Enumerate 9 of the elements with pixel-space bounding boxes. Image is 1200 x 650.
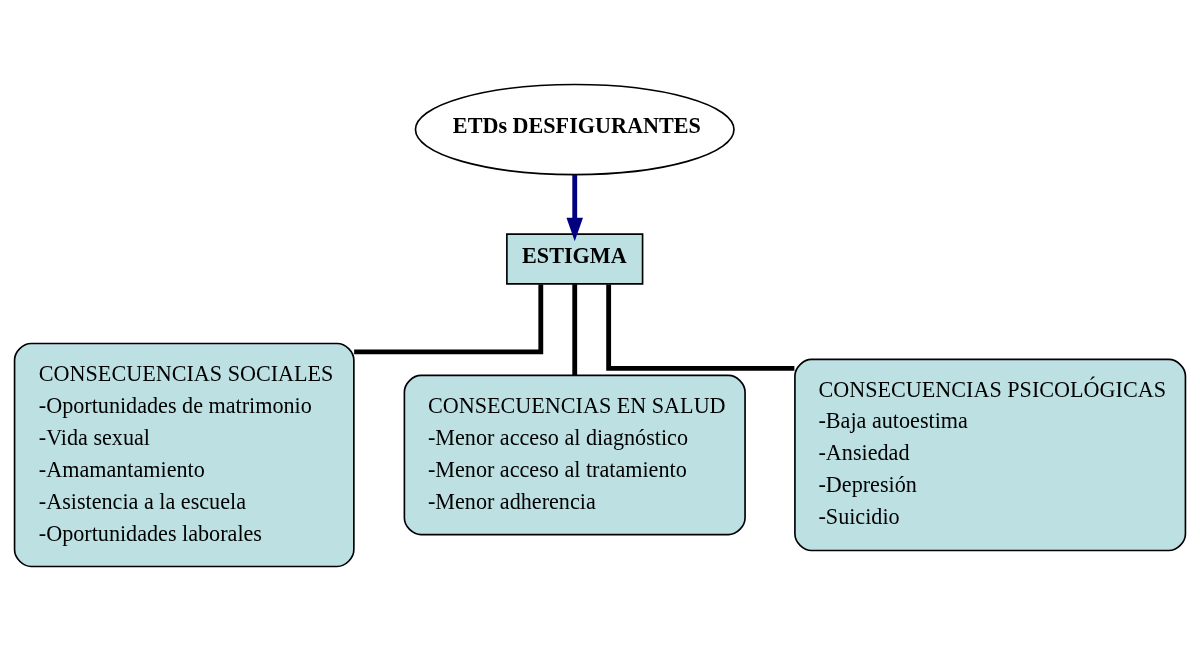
node-box: CONSECUENCIAS PSICOLÓGICAS -Baja autoestima -Ansiedad -Depresión -Suicidio: [794, 358, 1187, 551]
node-box: CONSECUENCIAS SOCIALES -Oportunidades de matrimonio -Vida sexual -Amamantamiento -Asistencia a la escuela -Oportunidades laborales: [13, 342, 355, 567]
arrow: [566, 174, 583, 241]
node-box: ESTIGMA: [506, 232, 644, 285]
connector: [354, 283, 544, 354]
node-box: CONSECUENCIAS EN SALUD -Menor acceso al diagnóstico -Menor acceso al tratamiento -Menor adherencia: [403, 374, 746, 535]
node-ellipse: ETDs DESFIGURANTES: [414, 83, 735, 175]
connector: [606, 283, 795, 371]
connector: [572, 283, 578, 375]
